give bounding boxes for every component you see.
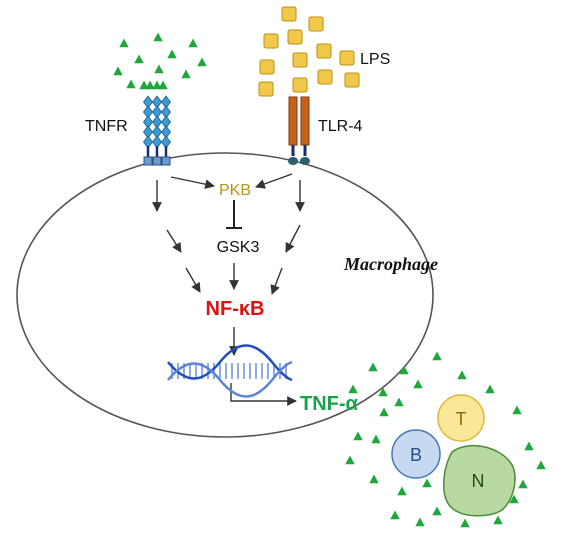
lps-square xyxy=(258,81,274,97)
tnf-triangle xyxy=(181,69,191,79)
cell-t xyxy=(437,394,485,442)
tnf-triangle xyxy=(378,387,388,397)
tnf-triangle xyxy=(126,79,136,89)
tnf-triangle xyxy=(368,362,378,372)
dna-helix xyxy=(167,344,293,398)
tnf-triangle xyxy=(119,38,129,48)
tnf-triangle xyxy=(348,384,358,394)
cell-n xyxy=(443,444,516,517)
inhibition-pkb-gsk3 xyxy=(226,200,242,229)
tnf-triangle xyxy=(394,397,404,407)
tnf-triangle xyxy=(493,515,503,525)
tnf-triangle xyxy=(167,49,177,59)
lps-molecules xyxy=(258,6,360,97)
tnf-triangle xyxy=(152,80,162,90)
tnf-triangle xyxy=(512,405,522,415)
lps-square xyxy=(344,72,360,88)
tnf-triangle xyxy=(518,479,528,489)
tnf-triangle xyxy=(485,384,495,394)
tnf-triangle xyxy=(457,370,467,380)
lps-square xyxy=(263,33,279,49)
tnfr-label: TNFR xyxy=(85,118,128,135)
tnf-triangle xyxy=(345,455,355,465)
tnf-triangle xyxy=(188,38,198,48)
lps-square xyxy=(281,6,297,22)
tnf-triangle xyxy=(134,54,144,64)
tnf-ligands-secreted xyxy=(345,351,546,528)
signaling-arrows xyxy=(152,173,305,406)
tlr4-label: TLR-4 xyxy=(318,118,363,135)
nfkb-label: NF-κB xyxy=(206,298,265,320)
lps-square xyxy=(292,52,308,68)
tnf-triangle xyxy=(524,441,534,451)
tnf-triangle xyxy=(371,434,381,444)
tnf-triangle xyxy=(158,80,168,90)
cell-n-label: N xyxy=(472,471,485,491)
tnf-triangle xyxy=(154,64,164,74)
lps-square xyxy=(339,50,355,66)
tnf-triangle xyxy=(139,80,149,90)
tnfa-label: TNF-α xyxy=(300,393,359,415)
tnf-triangle xyxy=(509,494,519,504)
tnf-triangle xyxy=(197,57,207,67)
lps-square xyxy=(287,29,303,45)
tlr4-receptor xyxy=(288,96,310,165)
tnf-triangle xyxy=(390,510,400,520)
tnf-triangle xyxy=(536,460,546,470)
lps-square xyxy=(259,59,275,75)
lps-label: LPS xyxy=(360,51,390,68)
tnf-triangle xyxy=(153,32,163,42)
tnfr-receptor xyxy=(143,95,171,166)
tnf-triangle xyxy=(413,379,423,389)
cell-t-label: T xyxy=(456,409,467,429)
tnf-triangle xyxy=(460,518,470,528)
tnf-triangle xyxy=(399,365,409,375)
lps-square xyxy=(292,77,308,93)
tnf-triangle xyxy=(369,474,379,484)
tnf-triangle xyxy=(432,351,442,361)
lps-square xyxy=(316,43,332,59)
macrophage-membrane xyxy=(16,152,434,438)
cell-b-label: B xyxy=(410,445,422,465)
pkb-label: PKB xyxy=(219,182,251,199)
tnf-ligands-top xyxy=(113,32,207,90)
tnf-triangle xyxy=(422,478,432,488)
cell-b xyxy=(391,429,441,479)
gsk3-label: GSK3 xyxy=(217,239,260,256)
lps-square xyxy=(317,69,333,85)
tnf-triangle xyxy=(113,66,123,76)
tnf-triangle xyxy=(415,517,425,527)
tnf-triangle xyxy=(145,80,155,90)
tnf-triangle xyxy=(397,486,407,496)
tnf-triangle xyxy=(353,431,363,441)
macrophage-label: Macrophage xyxy=(343,254,438,274)
lps-square xyxy=(308,16,324,32)
tnf-triangle xyxy=(432,506,442,516)
tnf-triangle xyxy=(379,407,389,417)
